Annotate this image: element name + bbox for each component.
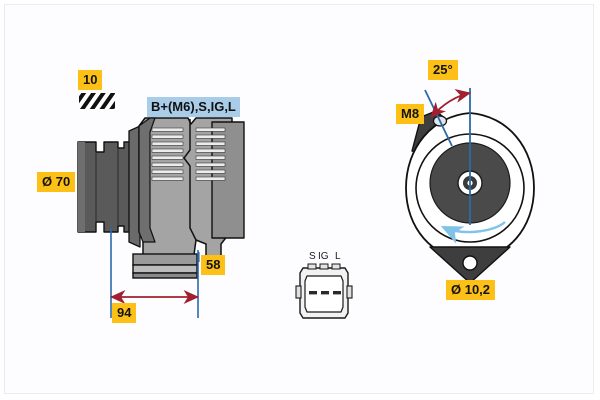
badge-length: 94 xyxy=(112,303,137,323)
mounting-foot xyxy=(132,253,198,279)
connector-pin-ig xyxy=(321,291,329,295)
badge-lower-mount-hole: Ø 10,2 xyxy=(446,280,496,300)
front-view-group xyxy=(405,88,535,284)
cooling-fins-right xyxy=(195,127,226,181)
connector-pin-label-l: L xyxy=(335,251,341,262)
badge-pulley-groove-count: 10 xyxy=(78,70,103,90)
badge-mount-height: 58 xyxy=(201,255,226,275)
connector-tab-l xyxy=(331,263,341,270)
connector-pin-label-ig: IG xyxy=(318,251,329,262)
connector-pin-l xyxy=(333,291,341,295)
connector-tab-ig xyxy=(319,263,329,270)
connector-pin-s xyxy=(309,291,317,295)
dimension-angle-25 xyxy=(430,88,472,118)
tilted-mount-axis xyxy=(424,89,453,147)
connector-latch-right xyxy=(346,285,353,299)
belt-profile-hatch-icon xyxy=(79,93,115,109)
connector-pin-label-s: S xyxy=(309,251,316,262)
side-view-group xyxy=(77,93,245,318)
alternator-housing xyxy=(132,117,245,279)
lower-mount-hole xyxy=(462,255,478,271)
badge-mount-angle: 25° xyxy=(428,60,458,80)
rotation-arrow xyxy=(440,221,506,244)
connector-latch-left xyxy=(295,285,302,299)
connector-group xyxy=(295,263,353,319)
cooling-fins-left xyxy=(151,127,184,181)
label-terminals: B+(M6),S,IG,L xyxy=(147,97,240,117)
fan-spacer xyxy=(128,125,141,248)
connector-tab-s xyxy=(307,263,317,270)
pulley xyxy=(77,141,132,233)
badge-upper-mount-thread: M8 xyxy=(396,104,425,124)
badge-pulley-diameter: Ø 70 xyxy=(37,172,76,192)
